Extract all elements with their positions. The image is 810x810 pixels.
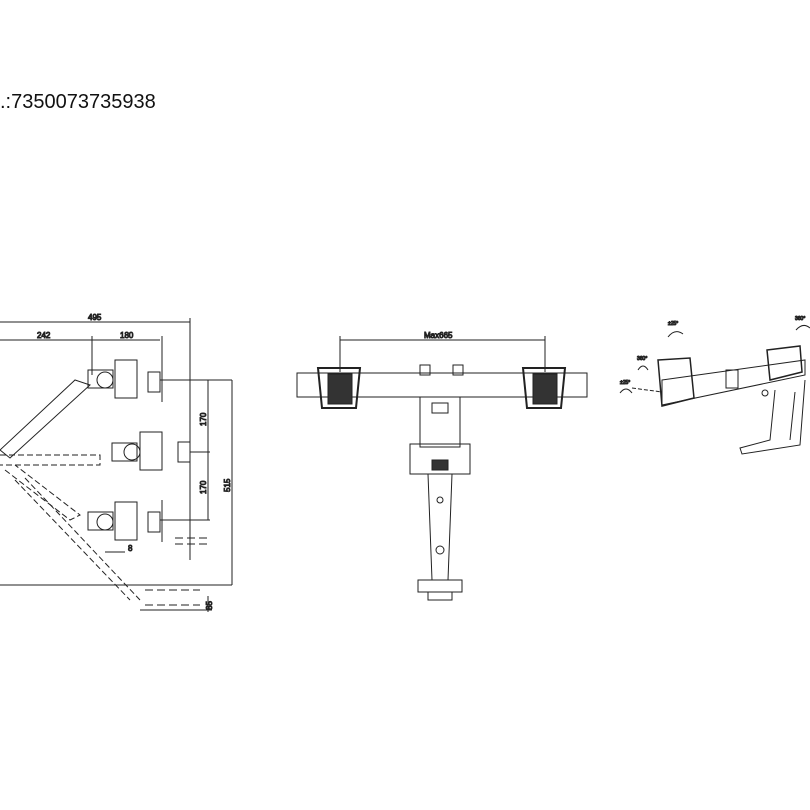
perspective-view: ±25° 360° ±25° 360° [620,316,810,455]
label-rotate-right: 360° [795,316,805,322]
product-code: .:7350073735938 [0,91,156,113]
dim-170-upper: 170 [199,412,208,426]
dim-242: 242 [37,331,51,340]
label-rotate-left: 360° [637,356,647,362]
dim-515: 515 [223,478,232,492]
dim-495: 495 [88,313,102,322]
dim-8: 8 [128,544,133,553]
dim-max665: Max665 [424,331,453,340]
label-tilt-left: ±25° [668,321,678,327]
dim-170-lower: 170 [199,480,208,494]
label-tilt-left-2: ±25° [620,380,630,386]
dim-180: 180 [120,331,134,340]
dim-85: 85 [205,601,214,610]
side-view: 495 242 180 170 170 515 8 85 [0,313,233,612]
front-view: Max665 [296,331,588,601]
